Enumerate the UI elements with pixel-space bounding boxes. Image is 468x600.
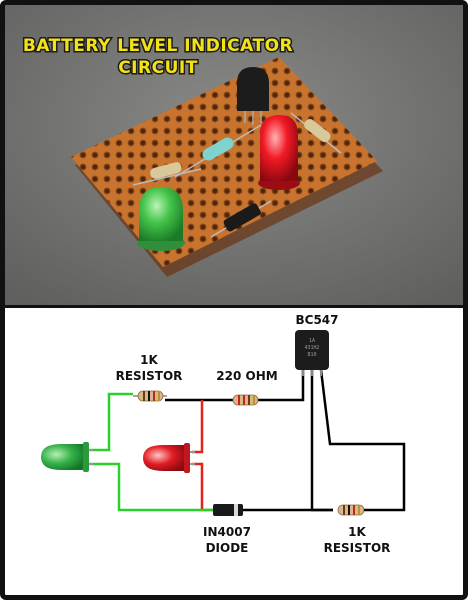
- resistor-1k-top: [133, 390, 167, 402]
- transistor-marking-2: 431H2: [304, 345, 319, 351]
- green-led: [41, 442, 93, 472]
- red-led: [143, 443, 195, 473]
- transistor-marking-1: 1A: [309, 338, 315, 344]
- label-1k-bottom-line1: 1K: [348, 525, 366, 539]
- resistor-1k-bottom: [337, 504, 391, 516]
- wires-black: [165, 369, 406, 512]
- red-led-photo: [258, 115, 300, 190]
- circuit-schematic: 1A 431H2 B10 BC547 1K RESISTOR 220 OHM I…: [41, 313, 406, 555]
- resistor-photo-2: [132, 162, 202, 186]
- diode-photo: [210, 200, 272, 238]
- wires-green: [89, 392, 213, 512]
- transistor-marking-3: B10: [307, 352, 316, 358]
- circuit-board-photo: BATTERY LEVEL INDICATOR CIRCUIT: [5, 5, 463, 305]
- label-1k-top-line1: 1K: [140, 353, 158, 367]
- label-bc547: BC547: [295, 313, 338, 327]
- label-1k-bottom-line2: RESISTOR: [324, 541, 391, 555]
- photo-title-line1: BATTERY LEVEL INDICATOR: [23, 36, 293, 56]
- label-diode-line1: IN4007: [203, 525, 251, 539]
- label-diode-line2: DIODE: [206, 541, 249, 555]
- transistor-bc547: 1A 431H2 B10: [295, 330, 329, 376]
- resistor-photo-3: [290, 112, 342, 154]
- resistor-220-ohm: [232, 394, 259, 406]
- label-220-ohm: 220 OHM: [216, 369, 277, 383]
- diode-1n4007: [213, 504, 243, 516]
- resistor-photo-1: [174, 124, 262, 178]
- green-led-photo: [137, 187, 185, 251]
- section-divider: [5, 305, 463, 308]
- wires-red: [192, 400, 213, 512]
- transistor-photo: [237, 67, 269, 125]
- label-1k-top-line2: RESISTOR: [116, 369, 183, 383]
- photo-title-line2: CIRCUIT: [118, 58, 198, 78]
